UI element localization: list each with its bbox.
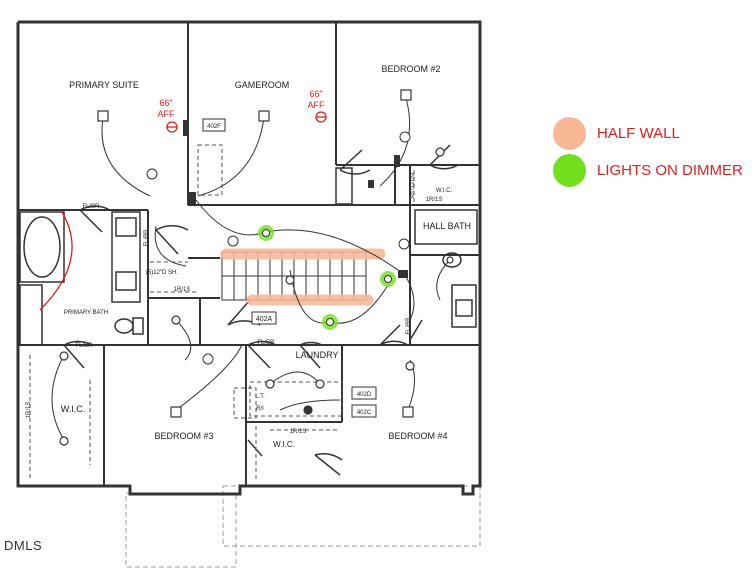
shelf-note: (5)12"D SH.: [146, 270, 178, 276]
tag-402a: 402A: [256, 316, 273, 323]
shelf-note-bed2: (5)12"D SH.: [408, 173, 414, 200]
room-label-bedroom-4: BEDROOM #4: [388, 431, 447, 441]
aff-outlets: [166, 111, 327, 133]
legend-item-half-wall: HALF WALL: [553, 116, 748, 150]
switches: [183, 120, 408, 278]
room-label-primary-suite: PRIMARY SUITE: [69, 80, 139, 90]
room-label-laundry: LAUNDRY: [296, 350, 339, 360]
dimmer-swatch-icon: [553, 153, 586, 187]
tag-402c: 402C: [357, 410, 372, 416]
room-label-gameroom: GAMEROOM: [235, 80, 290, 90]
red-wiring: [39, 211, 73, 311]
legend-label: HALF WALL: [597, 124, 680, 142]
rs-note-d: 1R/1S: [26, 402, 32, 419]
tag-402d: 402D: [357, 392, 372, 398]
ri-note: R/I: [256, 406, 264, 412]
rs-note-b: 1R/1S: [290, 429, 307, 435]
detectors: [146, 131, 411, 365]
tag-402f: 402F: [207, 124, 221, 130]
legend: HALF WALL LIGHTS ON DIMMER: [553, 116, 748, 190]
floor-plan: PRIMARY SUITE GAMEROOM BEDROOM #2 HALL B…: [16, 20, 482, 568]
half-wall-highlights: [220, 248, 386, 306]
watermark: DMLS: [4, 538, 43, 553]
doors: [63, 144, 459, 476]
fl-br-note-d: FL/BR: [406, 317, 412, 335]
rs-note-c: 1R/1S: [426, 197, 443, 203]
fl-br-note-b: FL/BR: [75, 343, 93, 349]
closet-shelves: [29, 144, 415, 480]
room-label-wic-left: W.I.C.: [61, 404, 86, 414]
fl-br-note-a: FL/BR: [82, 204, 100, 210]
exterior-walls: [16, 20, 482, 496]
aff-note-left-label: AFF: [158, 109, 176, 119]
room-label-wic-bed2: W.I.C.: [436, 188, 453, 194]
room-label-bedroom-3: BEDROOM #3: [154, 431, 213, 441]
fl-br-note-c: FL/BR: [257, 340, 275, 346]
legend-label: LIGHTS ON DIMMER: [597, 161, 743, 179]
room-label-bedroom-2: BEDROOM #2: [381, 64, 440, 74]
bath-fixtures: [19, 167, 478, 346]
aff-note-right-label: AFF: [308, 100, 326, 110]
half-wall-swatch-icon: [553, 116, 586, 150]
legend-item-dimmer: LIGHTS ON DIMMER: [553, 153, 748, 187]
lt-note: L.T.: [255, 394, 265, 400]
room-label-wic-center: W.I.C.: [273, 440, 295, 449]
fl-br-note-e: FL/BR: [144, 229, 150, 247]
lower-outline: [125, 485, 481, 568]
dimmer-lights: [258, 225, 396, 330]
rs-note-a: 1R/1S: [174, 287, 191, 293]
light-fixtures: [59, 89, 454, 446]
aff-note-right-height: 66": [309, 89, 322, 99]
aff-note-left-height: 66": [159, 98, 172, 108]
room-label-primary-bath: PRIMARY BATH: [64, 310, 108, 316]
room-label-hall-bath: HALL BATH: [423, 221, 471, 231]
